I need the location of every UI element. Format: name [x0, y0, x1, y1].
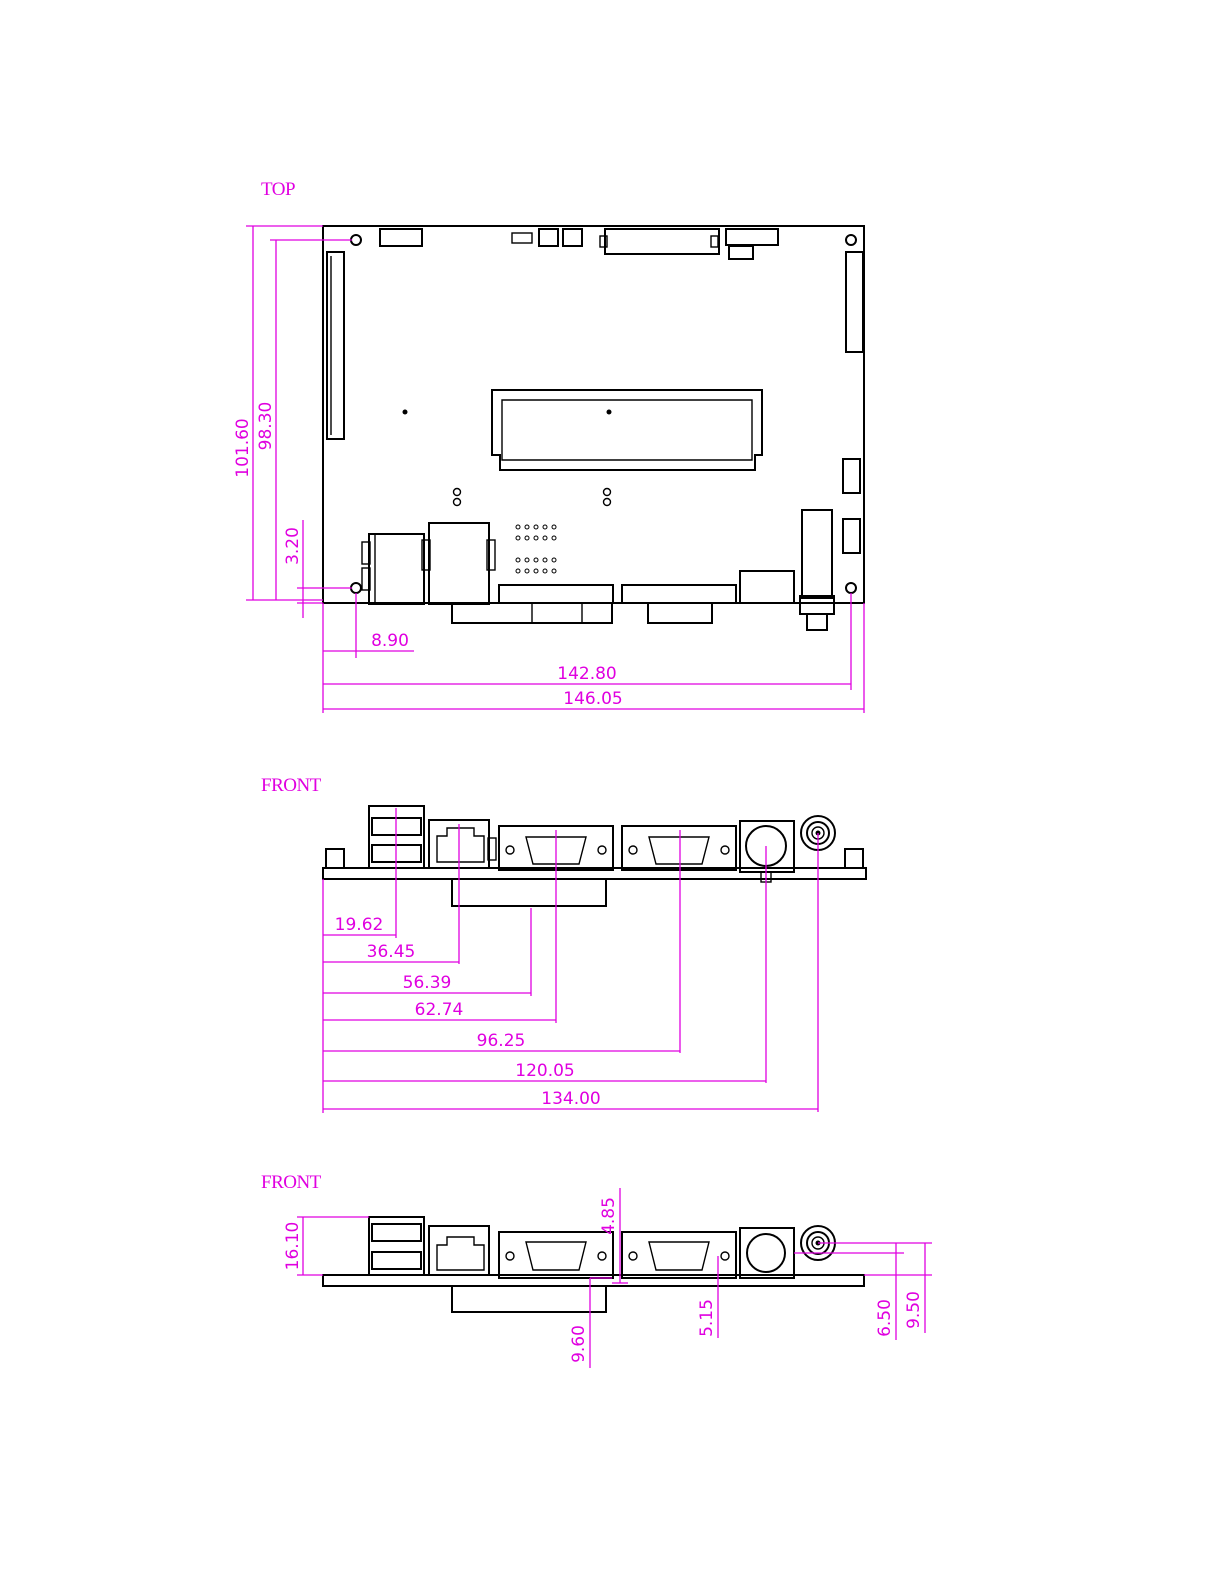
dim-front-56-39: 56.39 [403, 973, 452, 993]
front-view-1-board [323, 806, 866, 906]
dim-vga-bottom: 5.15 [697, 1299, 717, 1337]
dim-usb-height: 16.10 [283, 1222, 303, 1271]
dim-front-96-25: 96.25 [477, 1031, 526, 1051]
dim-hole-offset-horizontal: 8.90 [371, 631, 409, 651]
dim-com-top: 4.85 [599, 1197, 619, 1235]
dim-front-134-00: 134.00 [541, 1089, 600, 1109]
front-view-2-board [323, 1217, 864, 1312]
dim-board-width: 146.05 [563, 689, 622, 709]
dim-hole-pitch-vertical: 98.30 [256, 402, 276, 451]
dim-jack-height: 9.50 [904, 1291, 924, 1329]
dim-com-bottom: 9.60 [569, 1325, 589, 1363]
dim-front-120-05: 120.05 [515, 1061, 574, 1081]
dim-hole-pitch-horizontal: 142.80 [557, 664, 616, 684]
dim-front-19-62: 19.62 [335, 915, 384, 935]
top-view-board [323, 226, 864, 630]
dim-board-height: 101.60 [233, 418, 253, 477]
dim-jack-center: 6.50 [875, 1299, 895, 1337]
dim-front-62-74: 62.74 [415, 1000, 464, 1020]
dim-hole-offset-vertical: 3.20 [283, 527, 303, 565]
dim-front-36-45: 36.45 [367, 942, 416, 962]
